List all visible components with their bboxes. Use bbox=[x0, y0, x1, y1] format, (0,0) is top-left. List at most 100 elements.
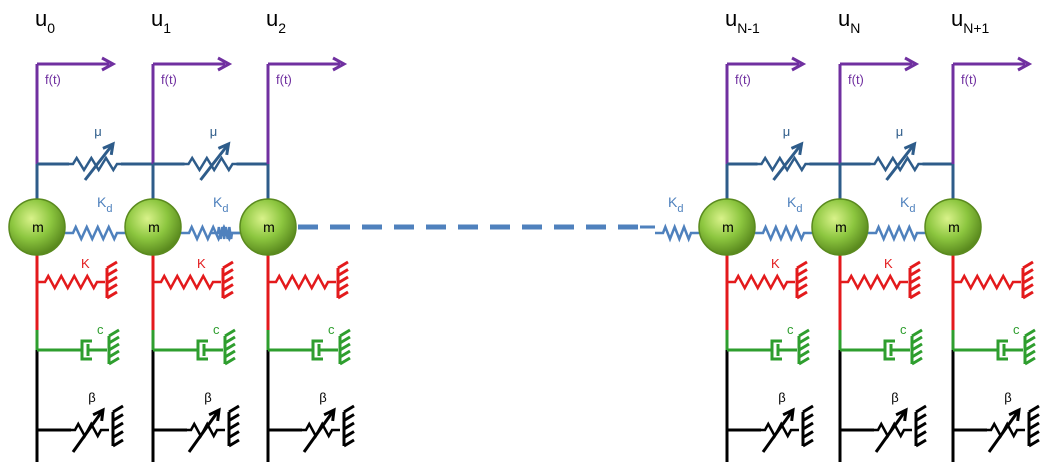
mass-label: m bbox=[263, 219, 275, 235]
ground-spring bbox=[727, 273, 795, 291]
friction-variable-arrow bbox=[772, 143, 803, 181]
ground-spring-anchor-hatch bbox=[1022, 290, 1034, 300]
damper-cup bbox=[770, 339, 782, 361]
ground-spring-anchor-hatch bbox=[337, 268, 349, 277]
ground-spring-anchor-hatch bbox=[1022, 275, 1034, 285]
displacement-base: u bbox=[838, 6, 851, 31]
nonlinear-anchor-hatch bbox=[343, 413, 355, 422]
nonlinear-variable-arrow-head bbox=[92, 407, 105, 422]
damper-anchor-hatch bbox=[224, 335, 236, 345]
friction-variable-arrow bbox=[199, 143, 230, 181]
displacement-index: N-1 bbox=[737, 20, 760, 37]
nonlinear-anchor-hatch bbox=[1028, 438, 1040, 448]
mass-node bbox=[698, 198, 756, 256]
kd-label: Kd bbox=[97, 194, 112, 215]
nonlinear-variable-arrow bbox=[987, 409, 1021, 453]
damper-anchor-hatch bbox=[798, 335, 810, 345]
damper-anchor-hatch bbox=[911, 349, 923, 359]
displacement-index: N+1 bbox=[963, 20, 990, 37]
ground-spring-anchor-hatch bbox=[909, 290, 921, 300]
c-label: c bbox=[213, 322, 220, 337]
mass-label: m bbox=[722, 219, 734, 235]
nonlinear-variable-arrow-head bbox=[895, 407, 908, 422]
ground-spring-anchor-hatch bbox=[909, 260, 921, 270]
damper-cup bbox=[883, 339, 895, 361]
damper-anchor-hatch bbox=[224, 356, 236, 366]
mass-node bbox=[811, 198, 869, 256]
nonlinear-anchor-hatch bbox=[802, 413, 814, 422]
ground-spring-anchor-hatch bbox=[796, 268, 808, 277]
k-label: K bbox=[81, 256, 90, 271]
mass-node bbox=[124, 198, 182, 256]
nonlinear-anchor-hatch bbox=[228, 438, 240, 448]
nonlinear-anchor-hatch bbox=[343, 404, 355, 414]
nonlinear-variable-arrow bbox=[71, 409, 105, 453]
displacement-label: uN-1 bbox=[725, 8, 760, 37]
nonlinear-variable-arrow-head bbox=[208, 407, 221, 422]
nonlinear-anchor-hatch bbox=[1028, 413, 1040, 422]
friction-variable-arrow-head bbox=[903, 141, 917, 156]
nonlinear-anchor-hatch bbox=[1028, 421, 1040, 431]
force-label: f(t) bbox=[961, 72, 977, 87]
ground-spring-anchor-hatch bbox=[106, 260, 118, 270]
force-label: f(t) bbox=[276, 72, 292, 87]
damper-cup bbox=[311, 339, 323, 361]
nonlinear-anchor-hatch bbox=[915, 438, 927, 448]
damper-anchor-hatch bbox=[224, 328, 236, 338]
ground-spring-anchor-hatch bbox=[337, 275, 349, 285]
nonlinear-variable-arrow bbox=[874, 409, 908, 453]
nonlinear-anchor-hatch bbox=[1028, 404, 1040, 414]
damper-anchor-hatch bbox=[108, 342, 120, 352]
force-label: f(t) bbox=[45, 72, 61, 87]
nonlinear-anchor-hatch bbox=[915, 430, 927, 439]
friction-spring bbox=[753, 155, 814, 173]
friction-spring bbox=[65, 155, 125, 173]
ground-spring-anchor-hatch bbox=[796, 283, 808, 292]
kd-label: Kd bbox=[900, 194, 915, 215]
displacement-label: u1 bbox=[151, 6, 172, 37]
damper-anchor-hatch bbox=[798, 342, 810, 352]
kd-label: Kd bbox=[668, 194, 683, 215]
nonlinear-anchor-hatch bbox=[112, 413, 124, 422]
nonlinear-variable-arrow bbox=[302, 409, 336, 453]
ground-spring bbox=[840, 273, 908, 291]
coupling-spring bbox=[65, 223, 125, 243]
nonlinear-anchor-hatch bbox=[915, 421, 927, 431]
ground-spring-anchor-hatch bbox=[337, 290, 349, 300]
mu-label: μ bbox=[94, 124, 102, 139]
nonlinear-anchor-hatch bbox=[915, 413, 927, 422]
damper-anchor-hatch bbox=[339, 356, 351, 366]
ground-spring-anchor-hatch bbox=[222, 268, 234, 277]
coupling-spring bbox=[755, 223, 812, 243]
friction-spring bbox=[180, 155, 241, 173]
displacement-index: N bbox=[850, 20, 861, 37]
force-arrow-head bbox=[217, 56, 233, 72]
nonlinear-anchor-hatch bbox=[343, 421, 355, 431]
displacement-index: 1 bbox=[163, 20, 172, 37]
mass-node bbox=[239, 198, 297, 256]
beta-label: β bbox=[88, 390, 95, 405]
c-label: c bbox=[1013, 322, 1020, 337]
mass-node bbox=[924, 198, 982, 256]
damper-anchor-hatch bbox=[108, 328, 120, 338]
c-label: c bbox=[900, 322, 907, 337]
coupling-spring bbox=[210, 226, 240, 240]
ground-spring-anchor-hatch bbox=[106, 275, 118, 285]
displacement-index: 0 bbox=[47, 20, 56, 37]
coupling-spring bbox=[868, 223, 925, 243]
c-label: c bbox=[97, 322, 104, 337]
friction-variable-arrow bbox=[83, 143, 115, 181]
displacement-base: u bbox=[151, 6, 164, 31]
nonlinear-anchor-hatch bbox=[802, 438, 814, 448]
ground-spring-anchor-hatch bbox=[222, 260, 234, 270]
nonlinear-variable-arrow bbox=[187, 409, 221, 453]
damper-anchor-hatch bbox=[224, 342, 236, 352]
nonlinear-anchor-hatch bbox=[915, 404, 927, 414]
k-label: K bbox=[197, 256, 206, 271]
ground-spring-anchor-hatch bbox=[796, 290, 808, 300]
friction-variable-arrow-head bbox=[790, 141, 804, 156]
force-arrow-head bbox=[1017, 56, 1033, 72]
ground-spring-anchor-hatch bbox=[337, 260, 349, 270]
ground-spring bbox=[268, 273, 336, 291]
damper-anchor-hatch bbox=[911, 342, 923, 352]
